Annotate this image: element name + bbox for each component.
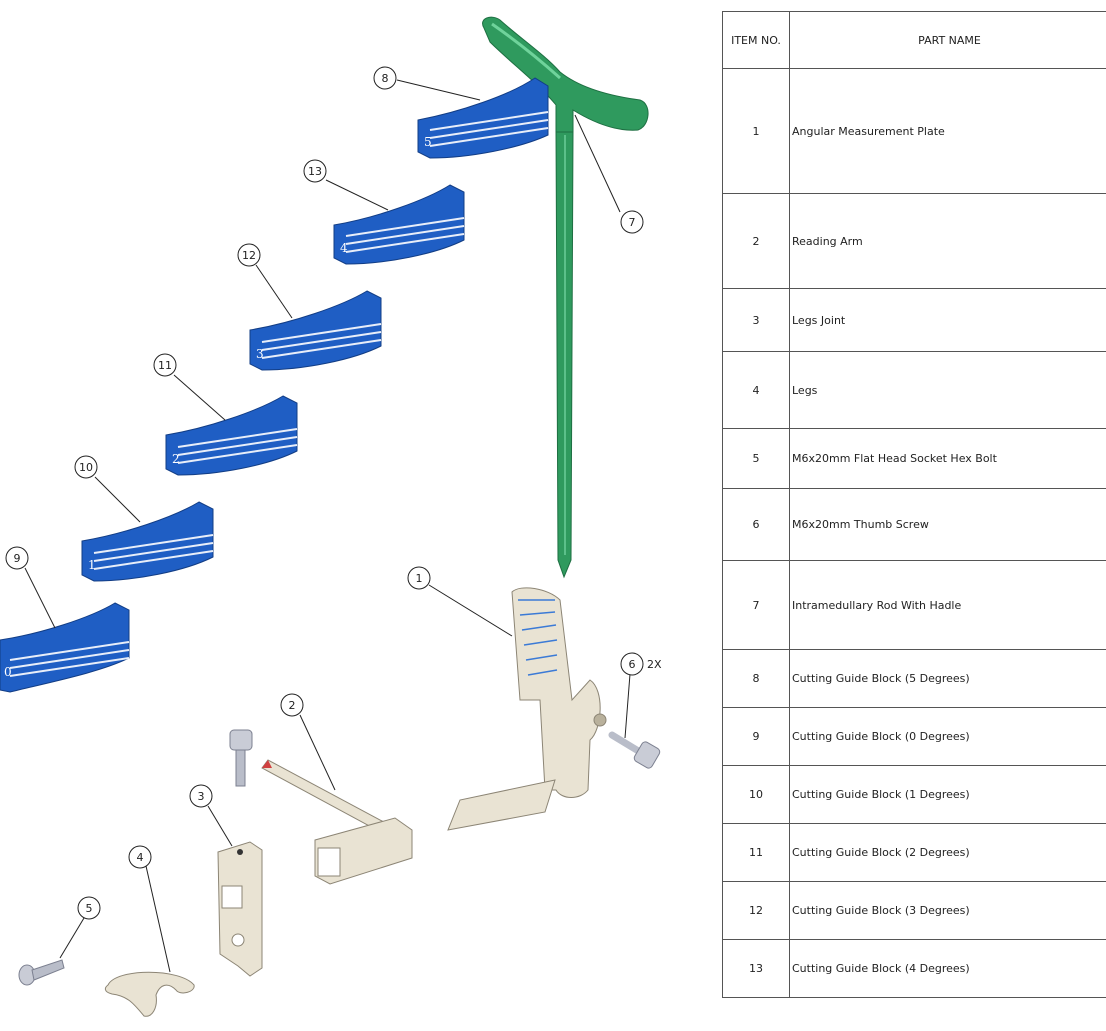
flat-head-bolt — [18, 959, 65, 986]
balloon-number: 3 — [198, 790, 205, 803]
block-degree-label: 3 — [256, 347, 264, 361]
balloon-6: 6 2X — [620, 652, 662, 676]
part-name-cell: Cutting Guide Block (2 Degrees) — [789, 823, 1106, 882]
balloon-13: 13 — [303, 159, 327, 183]
balloon-number: 2 — [289, 699, 296, 712]
balloon-5: 5 — [77, 896, 101, 920]
balloon-8: 8 — [373, 66, 397, 90]
balloon-10: 10 — [74, 455, 98, 479]
cutting-guide-block-8: 5 — [417, 77, 549, 159]
balloon-quantity: 2X — [647, 658, 662, 671]
item-number-cell: 2 — [722, 193, 790, 289]
balloon-number: 6 — [629, 658, 636, 671]
balloon-number: 11 — [158, 359, 172, 372]
block-degree-label: 2 — [172, 452, 180, 466]
part-name-cell: Legs — [789, 351, 1106, 429]
balloon-3: 3 — [189, 784, 213, 808]
part-name-cell: Cutting Guide Block (3 Degrees) — [789, 881, 1106, 940]
balloon-number: 5 — [86, 902, 93, 915]
balloon-2: 2 — [280, 693, 304, 717]
balloon-number: 7 — [629, 216, 636, 229]
item-number-cell: 1 — [722, 68, 790, 194]
bom-header-row: ITEM NO. PART NAME — [722, 11, 1106, 69]
part-name-cell: Angular Measurement Plate — [789, 68, 1106, 194]
thumb-screw-upright — [229, 729, 253, 787]
item-no-header: ITEM NO. — [722, 11, 790, 69]
part-name-cell: Legs Joint — [789, 288, 1106, 352]
legs-joint — [217, 841, 263, 977]
part-name-cell: Cutting Guide Block (1 Degrees) — [789, 765, 1106, 824]
leader-lines — [24, 79, 631, 973]
part-name-cell: Intramedullary Rod With Hadle — [789, 560, 1106, 650]
balloon-9: 9 — [5, 546, 29, 570]
thumb-screw — [608, 731, 661, 769]
balloon-number: 8 — [382, 72, 389, 85]
item-number-cell: 6 — [722, 488, 790, 561]
item-number-cell: 12 — [722, 881, 790, 940]
reading-arm — [261, 759, 413, 885]
balloon-7: 7 — [620, 210, 644, 234]
balloon-12: 12 — [237, 243, 261, 267]
block-degree-label: 0 — [4, 665, 12, 679]
item-number-cell: 7 — [722, 560, 790, 650]
part-name-cell: M6x20mm Flat Head Socket Hex Bolt — [789, 428, 1106, 489]
cutting-guide-block-11: 2 — [165, 395, 298, 476]
item-number-cell: 10 — [722, 765, 790, 824]
intramedullary-rod — [482, 16, 649, 579]
part-name-cell: Cutting Guide Block (4 Degrees) — [789, 939, 1106, 998]
item-number-cell: 5 — [722, 428, 790, 489]
balloon-1: 1 — [407, 566, 431, 590]
balloon-4: 4 — [128, 845, 152, 869]
block-degree-label: 4 — [340, 241, 348, 255]
item-number-cell: 11 — [722, 823, 790, 882]
item-number-cell: 3 — [722, 288, 790, 352]
cutting-guide-block-12: 3 — [249, 290, 382, 371]
balloon-number: 4 — [137, 851, 144, 864]
item-number-cell: 13 — [722, 939, 790, 998]
balloon-number: 13 — [308, 165, 322, 178]
legs — [104, 971, 195, 1017]
balloon-11: 11 — [153, 353, 177, 377]
exploded-assembly-view: 5 4 3 2 1 0 — [0, 16, 662, 1017]
item-number-cell: 4 — [722, 351, 790, 429]
item-number-cell: 9 — [722, 707, 790, 766]
cutting-guide-block-13: 4 — [333, 184, 465, 265]
balloon-number: 10 — [79, 461, 93, 474]
part-name-cell: Cutting Guide Block (0 Degrees) — [789, 707, 1106, 766]
part-name-cell: Reading Arm — [789, 193, 1106, 289]
part-name-cell: Cutting Guide Block (5 Degrees) — [789, 649, 1106, 708]
cutting-guide-block-9: 0 — [0, 602, 130, 693]
item-number-cell: 8 — [722, 649, 790, 708]
balloon-number: 1 — [416, 572, 423, 585]
block-degree-label: 5 — [424, 135, 432, 149]
part-name-cell: M6x20mm Thumb Screw — [789, 488, 1106, 561]
balloon-number: 9 — [14, 552, 21, 565]
part-name-header: PART NAME — [789, 11, 1106, 69]
cutting-guide-block-10: 1 — [81, 501, 214, 582]
block-degree-label: 1 — [88, 558, 96, 572]
balloon-number: 12 — [242, 249, 256, 262]
angular-measurement-plate — [447, 587, 607, 831]
